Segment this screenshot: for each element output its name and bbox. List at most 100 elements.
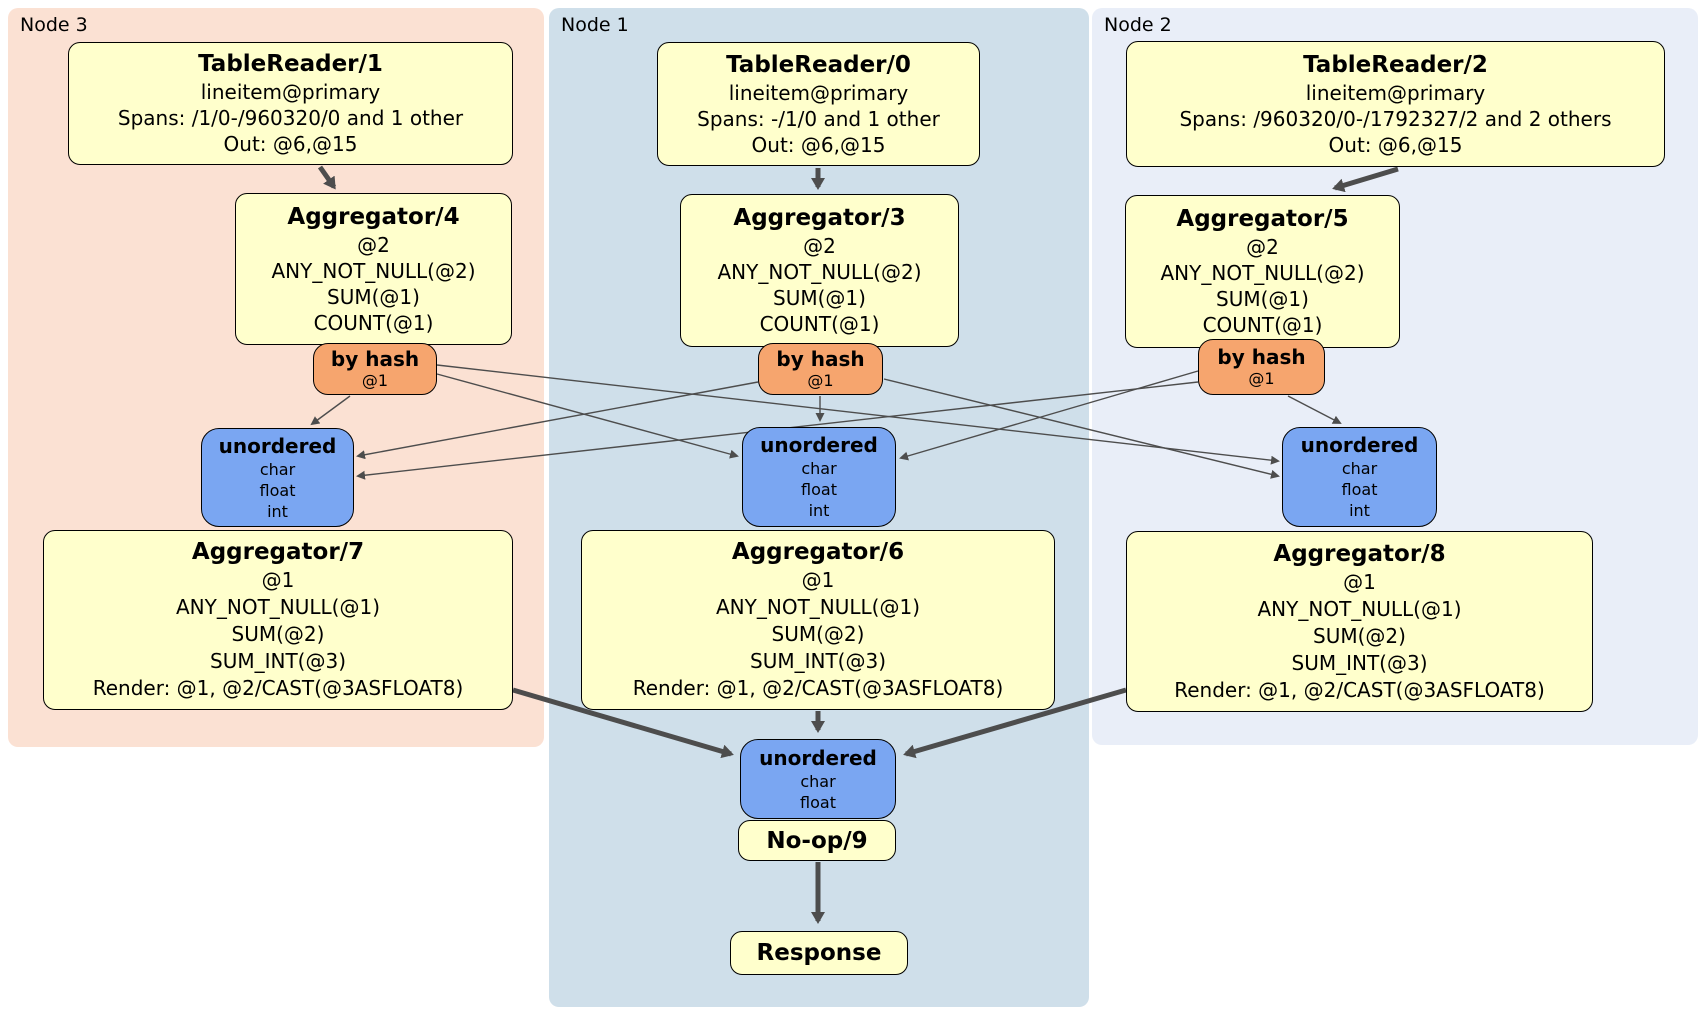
sync-unordered-final: unordered char float — [740, 739, 896, 819]
router-title: by hash — [776, 347, 865, 371]
processor-noop-9: No-op/9 — [738, 820, 896, 861]
agg-group-cols: @2 — [803, 234, 836, 258]
agg-render: Render: @1, @2/CAST(@3ASFLOAT8) — [632, 676, 1004, 700]
processor-out: Out: @6,@15 — [1328, 132, 1463, 157]
sync-column: float — [259, 480, 296, 500]
processor-title: Aggregator/5 — [1176, 206, 1349, 232]
sync-title: unordered — [218, 433, 337, 458]
sync-unordered-left: unordered char float int — [201, 428, 354, 527]
processor-title: Aggregator/8 — [1273, 540, 1446, 567]
processor-title: TableReader/1 — [198, 51, 383, 77]
sync-column: char — [1341, 459, 1378, 478]
processor-aggregator-5: Aggregator/5 @2 ANY_NOT_NULL(@2) SUM(@1)… — [1125, 195, 1400, 348]
sync-column: float — [800, 792, 836, 812]
agg-fn: ANY_NOT_NULL(@2) — [271, 258, 476, 283]
router-by-hash-left: by hash @1 — [313, 343, 437, 395]
sync-column: char — [800, 771, 836, 791]
router-title: by hash — [330, 347, 420, 371]
agg-fn: ANY_NOT_NULL(@1) — [716, 595, 920, 619]
processor-spans: Spans: /960320/0-/1792327/2 and 2 others — [1179, 106, 1612, 131]
processor-index: lineitem@primary — [200, 80, 381, 104]
edge-router-l-sync-m — [436, 373, 739, 459]
agg-fn: ANY_NOT_NULL(@1) — [176, 595, 380, 619]
agg-group-cols: @1 — [801, 568, 835, 592]
processor-index: lineitem@primary — [1305, 80, 1486, 105]
sync-column: float — [1341, 480, 1378, 499]
edge-router-r-sync-r — [1287, 395, 1342, 424]
edge-router-l-sync-r — [436, 364, 1280, 465]
agg-fn: SUM(@1) — [327, 284, 420, 309]
edge-agg7-sync-final — [512, 687, 734, 759]
sync-title: unordered — [760, 433, 878, 457]
processor-aggregator-4: Aggregator/4 @2 ANY_NOT_NULL(@2) SUM(@1)… — [235, 193, 512, 345]
router-detail: @1 — [807, 371, 834, 390]
region-node1-label: Node 1 — [561, 14, 629, 36]
router-detail: @1 — [1248, 369, 1275, 388]
edge-router-l-sync-l — [310, 395, 351, 426]
sync-column: int — [267, 501, 288, 521]
agg-group-cols: @1 — [1343, 569, 1376, 594]
sync-title: unordered — [759, 745, 877, 770]
edge-router-r-sync-m — [899, 370, 1199, 461]
processor-response: Response — [730, 931, 908, 975]
agg-fn: SUM(@2) — [231, 622, 325, 646]
agg-fn: SUM(@1) — [1216, 287, 1309, 311]
sync-column: char — [801, 459, 837, 478]
processor-out: Out: @6,@15 — [223, 132, 358, 156]
processor-aggregator-6: Aggregator/6 @1 ANY_NOT_NULL(@1) SUM(@2)… — [581, 530, 1055, 710]
agg-fn: ANY_NOT_NULL(@1) — [1257, 596, 1462, 621]
region-node2-label: Node 2 — [1104, 14, 1172, 36]
processor-title: Aggregator/3 — [733, 205, 906, 231]
agg-fn: SUM(@1) — [773, 286, 866, 310]
agg-fn: ANY_NOT_NULL(@2) — [717, 260, 922, 284]
processor-out: Out: @6,@15 — [751, 132, 886, 157]
agg-fn: COUNT(@1) — [1202, 313, 1323, 337]
agg-fn: COUNT(@1) — [759, 312, 880, 336]
processor-spans: Spans: -/1/0 and 1 other — [697, 106, 940, 131]
router-by-hash-right: by hash @1 — [1198, 339, 1325, 395]
agg-fn: SUM_INT(@3) — [750, 649, 886, 673]
agg-fn: SUM(@2) — [771, 622, 865, 646]
edge-router-m-sync-l — [356, 381, 759, 460]
processor-title: Response — [756, 940, 882, 966]
sync-column: char — [259, 459, 296, 479]
flow-edges — [317, 165, 1399, 924]
agg-group-cols: @2 — [1246, 235, 1279, 259]
edge-agg8-sync-final — [903, 687, 1127, 759]
processor-title: Aggregator/4 — [287, 203, 460, 230]
agg-fn: SUM_INT(@3) — [1291, 650, 1428, 675]
processor-index: lineitem@primary — [728, 80, 909, 105]
processor-aggregator-8: Aggregator/8 @1 ANY_NOT_NULL(@1) SUM(@2)… — [1126, 531, 1593, 712]
agg-fn: ANY_NOT_NULL(@2) — [1160, 261, 1365, 285]
agg-render: Render: @1, @2/CAST(@3ASFLOAT8) — [92, 676, 464, 700]
sync-unordered-right: unordered char float int — [1282, 427, 1437, 527]
sync-title: unordered — [1300, 433, 1419, 457]
agg-fn: SUM_INT(@3) — [210, 649, 346, 673]
processor-title: No-op/9 — [766, 827, 868, 854]
processor-aggregator-3: Aggregator/3 @2 ANY_NOT_NULL(@2) SUM(@1)… — [680, 194, 959, 347]
router-detail: @1 — [361, 371, 389, 390]
processor-title: Aggregator/6 — [731, 539, 905, 565]
processor-title: TableReader/0 — [726, 51, 911, 78]
router-title: by hash — [1217, 345, 1306, 369]
agg-fn: SUM(@2) — [1313, 623, 1406, 648]
processor-spans: Spans: /1/0-/960320/0 and 1 other — [117, 106, 464, 130]
router-by-hash-middle: by hash @1 — [758, 343, 883, 395]
edge-tr2-agg5 — [1332, 166, 1399, 193]
agg-render: Render: @1, @2/CAST(@3ASFLOAT8) — [1174, 677, 1545, 702]
processor-tablereader-0: TableReader/0 lineitem@primary Spans: -/… — [657, 42, 980, 166]
edge-router-m-sync-r — [883, 378, 1280, 479]
sync-unordered-middle: unordered char float int — [742, 427, 896, 527]
processor-tablereader-2: TableReader/2 lineitem@primary Spans: /9… — [1126, 41, 1665, 167]
sync-column: float — [801, 480, 837, 499]
agg-group-cols: @1 — [261, 568, 295, 592]
processor-tablereader-1: TableReader/1 lineitem@primary Spans: /1… — [68, 42, 513, 165]
sync-column: int — [808, 501, 830, 520]
processor-title: TableReader/2 — [1303, 51, 1488, 78]
sync-column: int — [1349, 501, 1370, 520]
processor-title: Aggregator/7 — [191, 539, 365, 565]
processor-aggregator-7: Aggregator/7 @1 ANY_NOT_NULL(@1) SUM(@2)… — [43, 530, 513, 710]
agg-group-cols: @2 — [357, 232, 390, 257]
edge-tr1-agg4 — [317, 165, 337, 190]
